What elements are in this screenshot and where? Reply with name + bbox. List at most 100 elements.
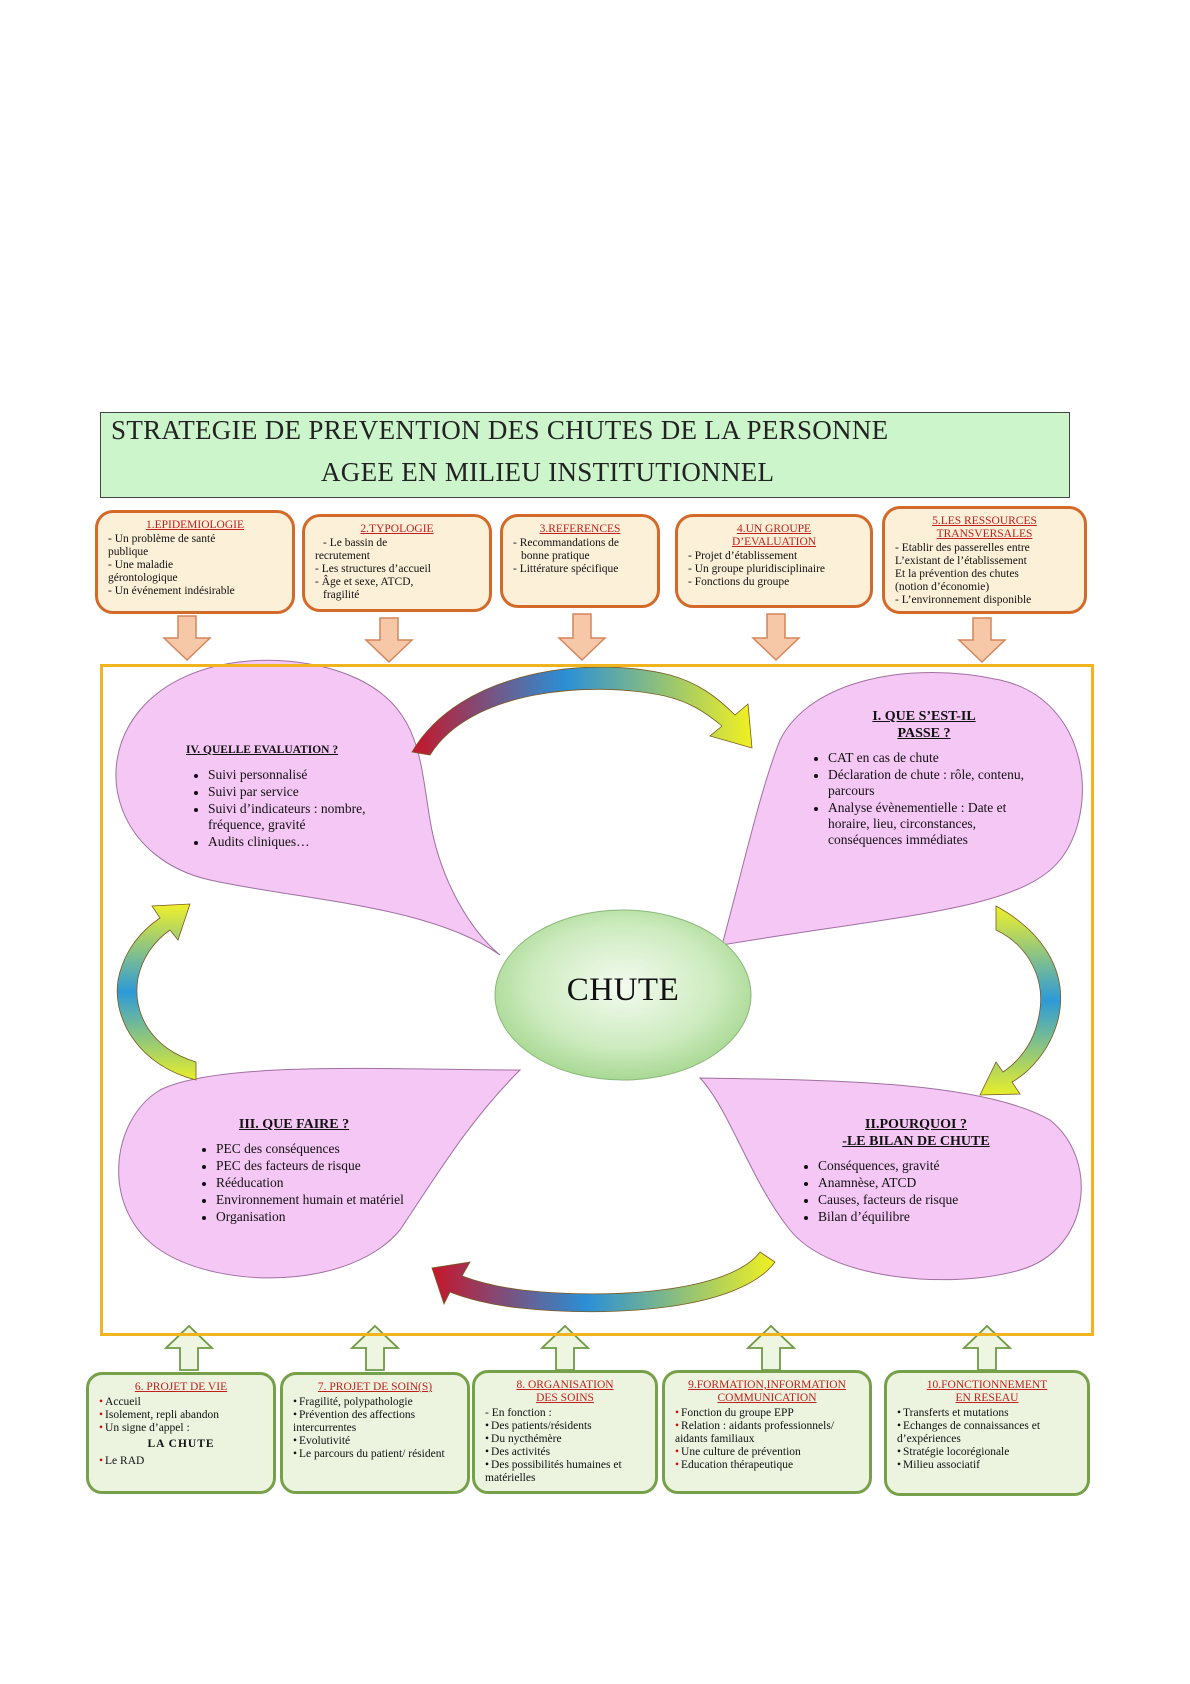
- petal-q2-heading: -LE BILAN DE CHUTE: [842, 1134, 990, 1149]
- petal-q3-item: PEC des conséquences: [216, 1141, 424, 1157]
- top-box-heading: D’EVALUATION: [731, 536, 817, 548]
- down-arrow-4: [751, 613, 801, 662]
- petal-q2-heading: II.POURQUOI ?: [865, 1117, 967, 1132]
- petal-q1-heading: I. QUE S’EST-IL: [872, 709, 976, 724]
- bottom-box-heading: 10.FONCTIONNEMENT: [926, 1379, 1048, 1391]
- petal-q3-item: Environnement humain et matériel: [216, 1192, 424, 1208]
- up-arrow-6: [163, 1324, 215, 1371]
- top-box-item: - Littérature spécifique: [513, 563, 619, 575]
- bottom-box-center-label: LA CHUTE: [147, 1438, 215, 1450]
- petal-q4-item: Suivi personnalisé: [208, 767, 396, 783]
- top-box-item: - Le bassin de: [323, 537, 388, 549]
- up-arrow-9: [745, 1324, 797, 1371]
- bottom-box-heading: DES SOINS: [536, 1392, 594, 1404]
- top-box-heading: 4.UN GROUPE: [736, 523, 812, 535]
- curved-arrow-bottom: [431, 1251, 776, 1313]
- top-box-ressources-transversales: 5.LES RESSOURCES TRANSVERSALES - Etablir…: [882, 506, 1087, 614]
- bottom-box-projet-de-vie: 6. PROJET DE VIE Accueil Isolement, repl…: [86, 1372, 276, 1494]
- bottom-box-item: Accueil: [99, 1396, 263, 1409]
- curved-arrow-left: [116, 903, 197, 1081]
- top-box-item: Et la prévention des chutes: [895, 568, 1019, 580]
- up-arrow-8: [539, 1324, 591, 1371]
- bottom-box-item: Des patients/résidents: [485, 1420, 645, 1433]
- top-box-item: - Un groupe pluridisciplinaire: [688, 563, 826, 575]
- bottom-box-organisation-des-soins: 8. ORGANISATION DES SOINS - En fonction …: [472, 1370, 658, 1494]
- bottom-box-heading: 9.FORMATION,INFORMATION: [688, 1379, 846, 1391]
- bottom-box-item: Milieu associatif: [897, 1459, 1077, 1472]
- petal-q3-heading: III. QUE FAIRE ?: [238, 1117, 350, 1132]
- bottom-box-heading: 8. ORGANISATION: [516, 1379, 614, 1391]
- petal-q1-text: I. QUE S’EST-IL PASSE ? CAT en cas de ch…: [806, 708, 1042, 849]
- top-box-heading: 2.TYPOLOGIE: [360, 523, 434, 535]
- petal-q3-text: III. QUE FAIRE ? PEC des conséquences PE…: [194, 1116, 424, 1226]
- bottom-box-item: Des activités: [485, 1446, 645, 1459]
- petal-q1-item: CAT en cas de chute: [828, 750, 1042, 766]
- petal-q2-item: Causes, facteurs de risque: [818, 1192, 1036, 1208]
- top-box-item: - Recommandations de: [513, 537, 620, 549]
- bottom-box-heading: 6. PROJET DE VIE: [134, 1381, 228, 1393]
- central-frame: [100, 664, 1094, 1336]
- top-box-heading: 1.EPIDEMIOLOGIE: [145, 519, 245, 531]
- top-box-item: bonne pratique: [521, 550, 590, 562]
- top-box-heading: TRANSVERSALES: [936, 528, 1033, 540]
- down-arrow-2: [364, 617, 414, 664]
- down-arrow-1: [162, 615, 212, 662]
- top-box-item: - Etablir des passerelles entre: [895, 542, 1030, 554]
- top-box-item: - Âge et sexe, ATCD,: [315, 576, 414, 588]
- top-box-item: - Fonctions du groupe: [688, 576, 790, 588]
- title-line-1: STRATEGIE DE PREVENTION DES CHUTES DE LA…: [111, 415, 889, 445]
- bottom-box-item: Stratégie locorégionale: [897, 1446, 1077, 1459]
- bottom-box-projet-de-soins: 7. PROJET DE SOIN(S) Fragilité, polypath…: [280, 1372, 470, 1494]
- bottom-box-item: Un signe d’appel :: [99, 1422, 263, 1435]
- petal-q4-item: Suivi d’indicateurs : nombre, fréquence,…: [208, 801, 396, 833]
- top-box-epidemiologie: 1.EPIDEMIOLOGIE - Un problème de santé p…: [95, 510, 295, 614]
- top-box-item: L’existant de l’établissement: [895, 555, 1027, 567]
- petal-q4-text: IV. QUELLE EVALUATION ? Suivi personnali…: [186, 742, 396, 851]
- center-chute-ellipse: [494, 909, 752, 1081]
- bottom-box-item: Echanges de connaissances et d’expérienc…: [897, 1420, 1077, 1446]
- bottom-box-item: Le parcours du patient/ résident: [293, 1448, 457, 1461]
- top-box-typologie: 2.TYPOLOGIE - Le bassin de recrutement -…: [302, 514, 492, 612]
- top-box-item: publique: [108, 546, 149, 558]
- petal-q3-item: Rééducation: [216, 1175, 424, 1191]
- bottom-box-item: Fonction du groupe EPP: [675, 1407, 859, 1420]
- petal-bottom-left: [118, 1067, 522, 1279]
- top-box-item: - Une maladie: [108, 559, 174, 571]
- curved-arrow-top: [411, 666, 753, 756]
- center-label: CHUTE: [566, 972, 680, 1008]
- petal-q3-item: PEC des facteurs de risque: [216, 1158, 424, 1174]
- top-box-item: (notion d’économie): [895, 581, 990, 593]
- petal-q4-item: Audits cliniques…: [208, 834, 396, 850]
- petal-q1-item: Déclaration de chute : rôle, contenu, pa…: [828, 767, 1042, 799]
- bottom-box-fonctionnement-reseau: 10.FONCTIONNEMENT EN RESEAU Transferts e…: [884, 1370, 1090, 1496]
- title-banner: STRATEGIE DE PREVENTION DES CHUTES DE LA…: [100, 412, 1070, 498]
- bottom-box-intro: - En fonction :: [485, 1407, 552, 1419]
- bottom-box-heading: COMMUNICATION: [717, 1392, 817, 1404]
- bottom-box-item: Des possibilités humaines et matérielles: [485, 1459, 645, 1485]
- top-box-item: - Un événement indésirable: [108, 585, 235, 597]
- top-box-item: recrutement: [315, 550, 370, 562]
- petal-top-left: [115, 659, 501, 956]
- down-arrow-5: [957, 617, 1007, 664]
- up-arrow-10: [961, 1324, 1013, 1371]
- top-box-item: gérontologique: [108, 572, 178, 584]
- bottom-box-item: Evolutivité: [293, 1435, 457, 1448]
- petal-q4-heading: IV. QUELLE EVALUATION ?: [186, 744, 339, 756]
- bottom-box-heading: EN RESEAU: [955, 1392, 1019, 1404]
- bottom-box-item: Du nycthémère: [485, 1433, 645, 1446]
- bottom-box-item: Education thérapeutique: [675, 1459, 859, 1472]
- top-box-heading: 3.REFERENCES: [539, 523, 621, 535]
- top-box-item: fragilité: [323, 589, 360, 601]
- petal-top-right: [721, 672, 1083, 946]
- bottom-box-item: Isolement, repli abandon: [99, 1409, 263, 1422]
- bottom-box-formation-information: 9.FORMATION,INFORMATION COMMUNICATION Fo…: [662, 1370, 872, 1494]
- top-box-groupe-evaluation: 4.UN GROUPE D’EVALUATION - Projet d’étab…: [675, 514, 873, 608]
- top-box-references: 3.REFERENCES - Recommandations de bonne …: [500, 514, 660, 608]
- bottom-box-item: Relation : aidants professionnels/ aidan…: [675, 1420, 859, 1446]
- petal-q2-item: Conséquences, gravité: [818, 1158, 1036, 1174]
- top-box-heading: 5.LES RESSOURCES: [932, 515, 1037, 527]
- petal-q2-item: Bilan d’équilibre: [818, 1209, 1036, 1225]
- top-box-item: - Les structures d’accueil: [315, 563, 431, 575]
- bottom-box-item: Fragilité, polypathologie: [293, 1396, 457, 1409]
